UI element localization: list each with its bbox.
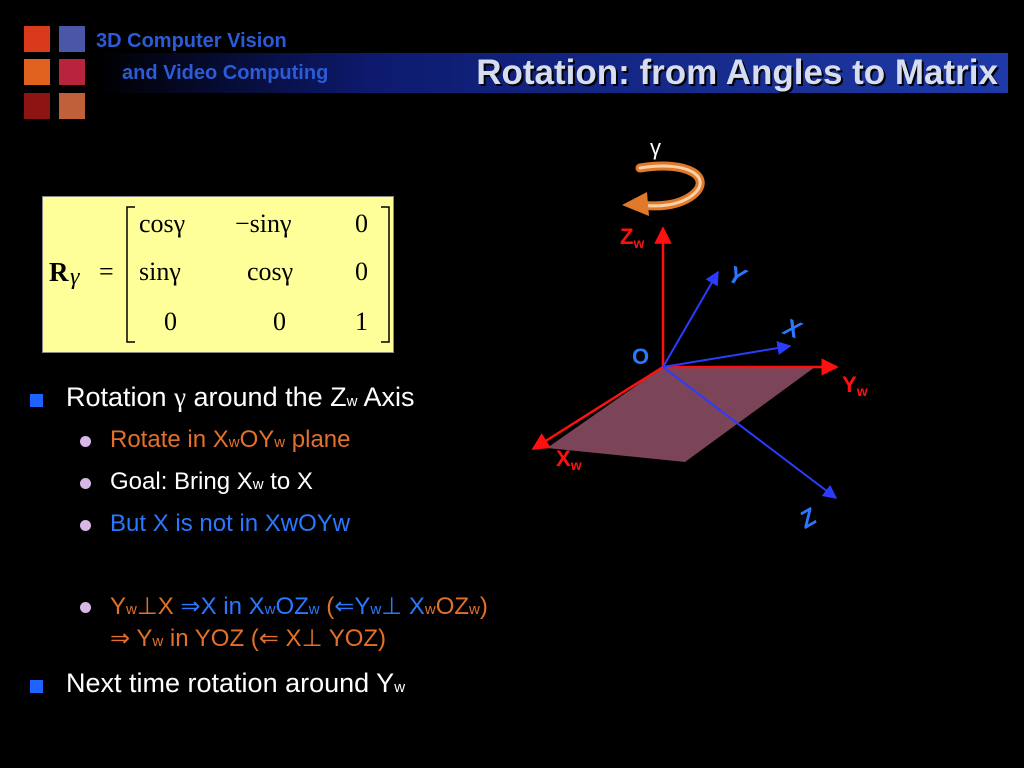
matrix-cell: 0 (355, 257, 368, 286)
title-bar: Rotation: from Angles to Matrix (96, 53, 1008, 93)
gamma-symbol: γ (650, 135, 661, 160)
text-run: Y (110, 593, 127, 620)
text-run: w (424, 601, 436, 618)
x-label: X (778, 313, 806, 345)
text-run: w (264, 601, 276, 618)
matrix-lhs-R: R (49, 257, 69, 287)
matrix-equals: = (99, 257, 114, 286)
matrix-lhs-gamma: γ (70, 264, 80, 290)
logo-square (24, 93, 50, 119)
matrix-cell: 0 (355, 209, 368, 238)
text-run: ⊥ X (381, 593, 425, 620)
subbullet-marker (80, 436, 91, 447)
logo-square (59, 93, 85, 119)
text-run: w (126, 601, 137, 618)
x-axis (662, 341, 792, 368)
bullet-marker (30, 394, 43, 407)
bullet-marker (30, 680, 43, 693)
xw-label: Xw (556, 446, 582, 473)
rotation-arrow-icon (622, 161, 705, 216)
course-name-line1: 3D Computer Vision (96, 30, 287, 52)
bullet-text: Rotation γ around the Zw Axis (66, 382, 415, 412)
zw-label: Zw (620, 224, 644, 251)
subbullet-marker (80, 602, 91, 613)
text-run: in YOZ ( (163, 625, 259, 652)
y-label: Y (724, 261, 750, 293)
z-axis (662, 366, 838, 499)
z-label: Z (794, 503, 822, 535)
rotation-matrix-box: R γ = cosγ −sinγ 0 sinγ cosγ 0 0 0 1 (42, 196, 394, 353)
subbullet-text-line1: Yw⊥X ⇒X in XwOZw (⇐Yw⊥ XwOZw) (110, 592, 488, 621)
text-run: ) (479, 593, 488, 620)
matrix-cell: −sinγ (235, 209, 292, 238)
text-run: ⇒ Y (110, 625, 153, 652)
xw-axis (531, 365, 664, 451)
yw-label: Yw (842, 372, 868, 399)
matrix-cell: sinγ (139, 257, 181, 286)
subbullet-text: Rotate in XwOYw plane (110, 426, 351, 453)
text-run: ( (319, 593, 335, 620)
matrix-cell: cosγ (247, 257, 294, 286)
matrix-brackets (126, 206, 390, 343)
origin-label: O (632, 344, 649, 369)
text-run: w (469, 601, 480, 618)
text-run: w (370, 601, 382, 618)
subbullet-marker (80, 520, 91, 531)
text-run: ⇐ X⊥ YOZ) (258, 625, 387, 652)
matrix-cell: cosγ (139, 209, 186, 238)
subbullet-text: Goal: Bring Xw to X (110, 468, 313, 495)
text-run: ⇒X in X (180, 593, 265, 620)
text-run: w (152, 633, 164, 650)
text-run: OZ (435, 593, 470, 620)
matrix-cell: 1 (355, 307, 368, 336)
text-run: w (308, 601, 320, 618)
logo-square (24, 26, 50, 52)
matrix-cell: 0 (273, 307, 286, 336)
text-run: OZ (275, 593, 309, 620)
text-run: ⇐Y (334, 593, 371, 620)
text-run: ⊥X (136, 593, 181, 620)
matrix-cell: 0 (164, 307, 177, 336)
xwoyw-plane (547, 367, 815, 462)
logo-square (59, 59, 85, 85)
course-name-line2: and Video Computing (122, 62, 329, 84)
subbullet-marker (80, 478, 91, 489)
subbullet-text: But X is not in XwOYw (110, 510, 351, 537)
y-axis (662, 270, 719, 368)
bullet-text: Next time rotation around Yw (66, 668, 406, 698)
logo-square (59, 26, 85, 52)
logo-square (24, 59, 50, 85)
subbullet-text-line2: ⇒ Yw in YOZ (⇐ X⊥ YOZ) (110, 624, 386, 653)
slide-title: Rotation: from Angles to Matrix (476, 53, 998, 92)
